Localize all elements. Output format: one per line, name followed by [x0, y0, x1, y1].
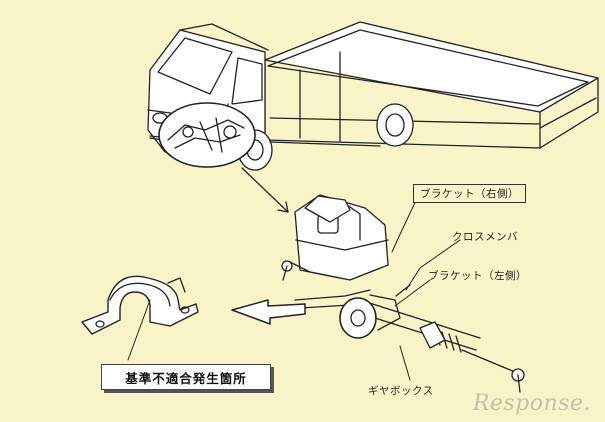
defect-location-callout: 基準不適合発生箇所 — [101, 364, 271, 390]
watermark-logo: Response. — [472, 391, 591, 416]
label-cross-member: クロスメンバ — [452, 231, 518, 243]
leader-lines — [391, 191, 461, 381]
zoom-arrow — [241, 167, 289, 213]
label-gearbox: ギヤボックス — [368, 385, 434, 397]
bracket-part-illustration — [81, 275, 199, 361]
label-bracket-right: ブラケット（右側） — [413, 184, 526, 203]
truck-illustration — [147, 21, 599, 171]
detail-arrow — [231, 299, 306, 325]
steering-gear-assembly — [281, 194, 525, 393]
label-bracket-left: ブラケット（左側） — [428, 270, 527, 282]
